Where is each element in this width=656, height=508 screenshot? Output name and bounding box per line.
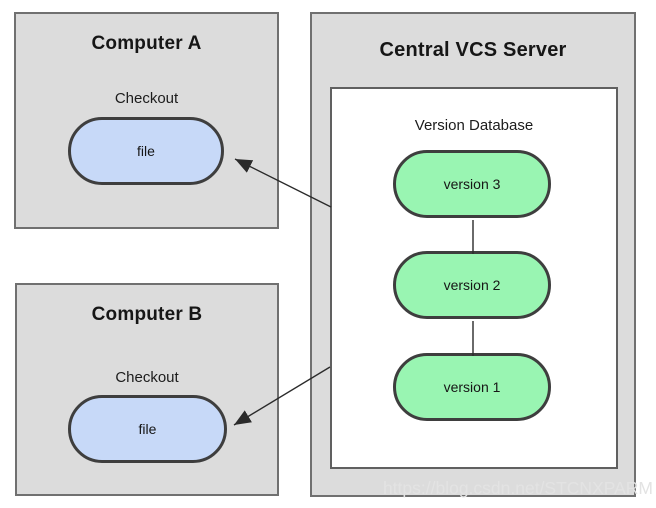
computer-a-title: Computer A bbox=[91, 33, 202, 54]
file-node-a: file bbox=[68, 117, 224, 185]
central-vcs-server-box: Central VCS Server Version Database vers… bbox=[310, 12, 636, 497]
watermark: https://blog.csdn.net/STCNXPARM bbox=[382, 478, 653, 498]
file-node-a-label: file bbox=[137, 143, 155, 159]
computer-b-checkout-label: Checkout bbox=[115, 369, 179, 386]
file-node-b: file bbox=[68, 395, 227, 463]
version-database-title: Version Database bbox=[414, 117, 534, 134]
version-1-label: version 1 bbox=[443, 379, 501, 395]
computer-a-box: Computer A Checkout file bbox=[14, 12, 279, 229]
version-1-node: version 1 bbox=[393, 353, 551, 421]
version-database-box: Version Database version 3 version 2 ver… bbox=[330, 87, 618, 469]
computer-a-checkout-label: Checkout bbox=[114, 90, 179, 107]
computer-b-title: Computer B bbox=[91, 304, 203, 325]
version-2-label: version 2 bbox=[443, 277, 501, 293]
computer-b-box: Computer B Checkout file bbox=[15, 283, 279, 496]
version-3-node: version 3 bbox=[393, 150, 551, 218]
file-node-b-label: file bbox=[138, 421, 157, 437]
version-2-node: version 2 bbox=[393, 251, 551, 319]
version-3-label: version 3 bbox=[443, 176, 501, 192]
server-title: Central VCS Server bbox=[379, 39, 567, 61]
